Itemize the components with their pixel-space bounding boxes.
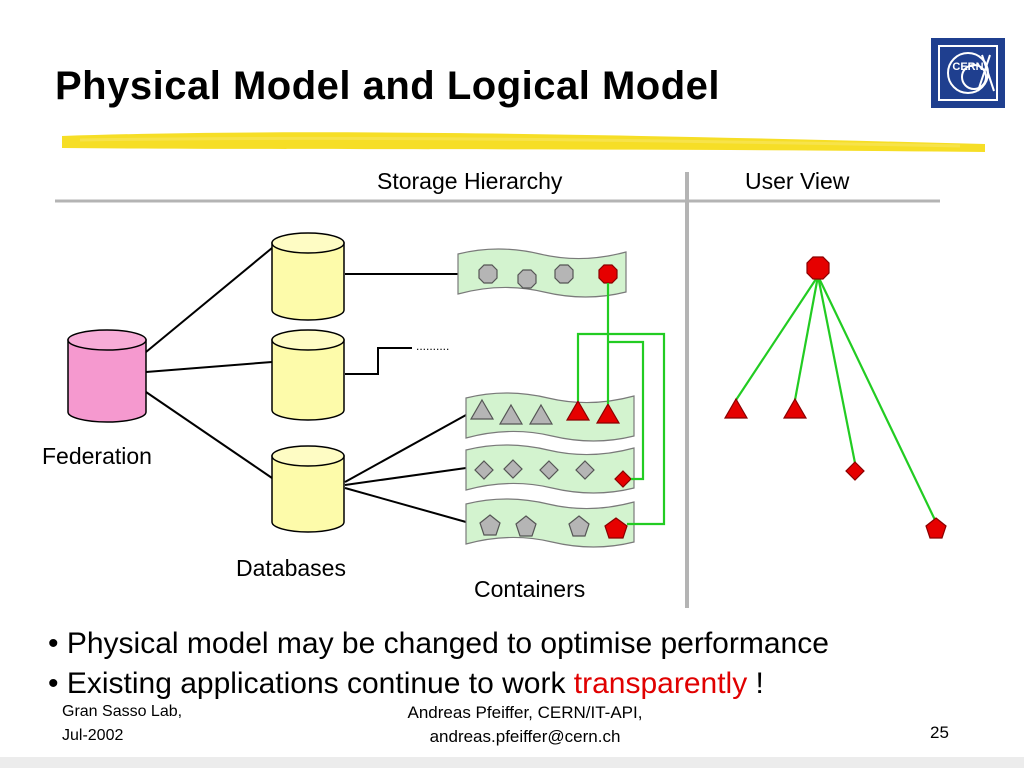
database-cylinder-2 [271,329,345,421]
containers-label: Containers [474,576,585,602]
storage-hierarchy-header: Storage Hierarchy [377,168,563,194]
storage-links [576,283,666,526]
ellipsis: .......... [416,339,449,353]
gray-diamond [474,460,494,480]
user-red-pentagon [925,517,947,539]
user-red-diamond [845,461,865,481]
footer-author-name: Andreas Pfeiffer, CERN/IT-API, [407,703,643,722]
red-triangle [595,402,621,424]
databases-label: Databases [236,555,346,581]
gray-diamond [575,460,595,480]
gray-diamond [539,460,559,480]
user-red-triangle [782,397,808,419]
footer-date: Jul-2002 [62,727,124,744]
federation-cylinder [67,329,147,423]
page-number: 25 [930,723,949,742]
red-pentagon [604,517,628,539]
bullet-suffix: ! [747,667,764,700]
slide-title: Physical Model and Logical Model [55,64,721,108]
footer-left: Gran Sasso Lab, Jul-2002 [62,700,182,748]
gray-triangle [528,403,554,425]
bullet-text: • Existing applications continue to work [48,667,574,700]
container-2 [465,392,635,442]
bullet-item-2: • Existing applications continue to work… [48,664,829,704]
footer-location: Gran Sasso Lab, [62,703,183,720]
gray-pentagon [568,515,590,537]
bullet-list: • Physical model may be changed to optim… [48,624,829,704]
user-view-links [735,275,936,521]
container-4 [465,498,635,548]
bottom-band [0,757,1024,768]
footer-author-email: andreas.pfeiffer@cern.ch [429,727,621,746]
user-red-triangle [723,397,749,419]
title-underline [62,132,985,152]
logo-frame [938,45,998,101]
container-1 [457,248,627,298]
gray-pentagon [515,515,537,537]
database-cylinder-1 [271,232,345,321]
gray-octagon [554,264,574,284]
red-octagon [598,264,618,284]
federation-label: Federation [42,443,152,469]
user-root-octagon [806,256,830,280]
gray-diamond [503,459,523,479]
logo-text: CERN [952,61,984,73]
cern-logo: CERN [931,38,1005,108]
highlight-word: transparently [573,667,748,700]
user-view-header: User View [745,168,850,194]
database-cylinder-3 [271,445,345,533]
bullet-item-1: • Physical model may be changed to optim… [48,627,829,660]
red-triangle [565,399,591,421]
gray-pentagon [479,514,501,536]
logo-rings-icon [947,52,995,94]
red-diamond [614,470,632,488]
gray-triangle [498,403,524,425]
gray-octagon [517,269,537,289]
footer-author: Andreas Pfeiffer, CERN/IT-API, andreas.p… [350,701,700,749]
gray-triangle [469,398,495,420]
gray-octagon [478,264,498,284]
